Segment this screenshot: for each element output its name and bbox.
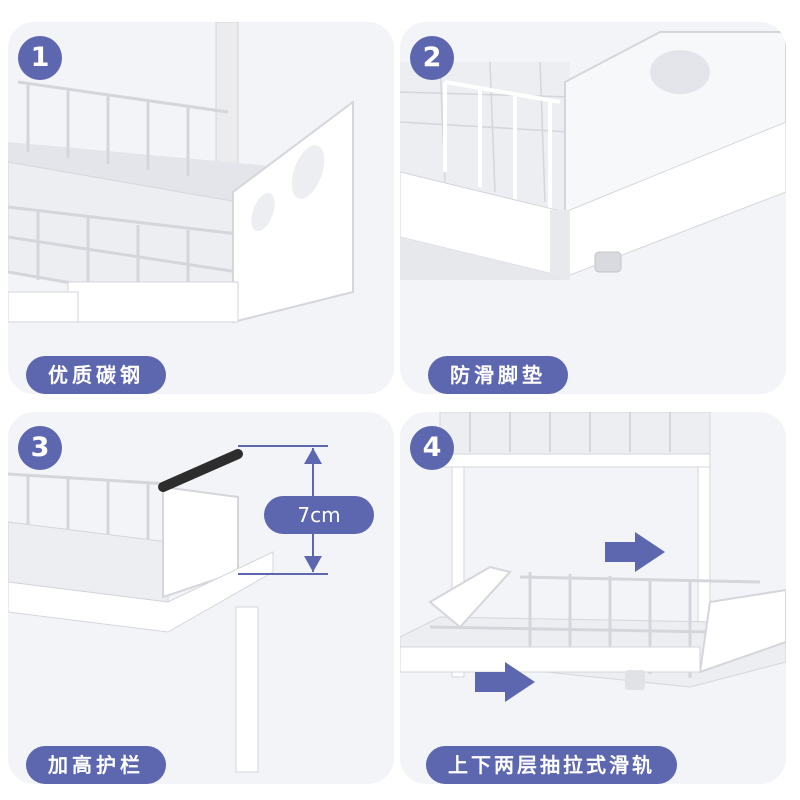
feature-caption: 优质碳钢	[26, 356, 166, 394]
pull-out-drawer-illustration	[400, 412, 786, 702]
panel-anti-slip-pads: 2 防滑脚垫	[400, 22, 786, 394]
feature-caption: 上下两层抽拉式滑轨	[426, 746, 677, 784]
panel-high-quality-steel: 1 优质碳钢	[8, 22, 394, 394]
feature-caption: 加高护栏	[26, 746, 166, 784]
step-number-badge: 1	[18, 36, 62, 80]
guardrail-illustration	[8, 445, 328, 773]
panel-pull-out-slides: 4 上下两层抽拉式滑轨	[400, 412, 786, 784]
foot-pad-illustration	[400, 31, 786, 330]
height-measurement-label: 7cm	[264, 496, 374, 534]
panel-raised-guardrail: 3 7cm 加高护栏	[8, 412, 394, 784]
feature-caption: 防滑脚垫	[428, 356, 568, 394]
step-number-badge: 4	[410, 426, 454, 470]
step-number-badge: 2	[410, 36, 454, 80]
step-number-badge: 3	[18, 426, 62, 470]
basket-illustration	[8, 22, 354, 324]
